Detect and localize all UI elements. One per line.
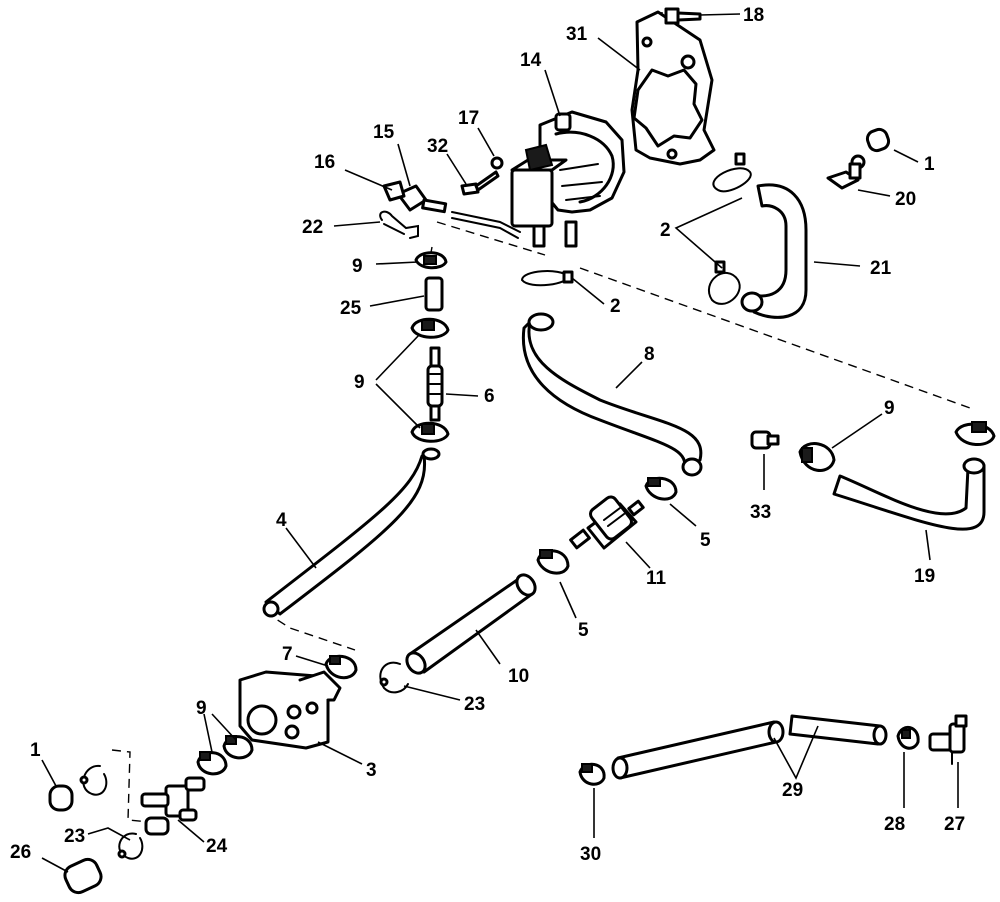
callout-17: 17 [458, 108, 479, 129]
fuel-hose-29-long [611, 720, 785, 780]
rubber-cap [865, 127, 891, 153]
callout-27: 27 [944, 814, 965, 835]
hose-clamp-bottom-b [222, 735, 254, 760]
hose-clamp-lower [410, 421, 450, 443]
callout-20: 20 [895, 189, 916, 210]
elbow-hose-19 [832, 457, 986, 531]
hose-clamp-5-upper [644, 476, 678, 501]
callout-19: 19 [914, 566, 935, 587]
leader-lines [41, 13, 959, 873]
callout-2-pump: 2 [610, 296, 621, 317]
callout-33: 33 [750, 502, 771, 523]
callout-labels: 18 31 14 15 17 32 16 1 20 22 2 21 9 2 25… [10, 5, 965, 865]
fuel-hose-4 [262, 447, 441, 618]
fuel-hose-10 [405, 573, 537, 675]
callout-21: 21 [870, 258, 892, 279]
fuel-filter [569, 495, 645, 550]
callout-1-top: 1 [924, 154, 935, 175]
callout-9-top: 9 [352, 256, 363, 277]
callout-23-upper: 23 [464, 694, 485, 715]
callout-9-filter: 9 [354, 372, 365, 393]
callout-15: 15 [373, 122, 395, 143]
hose-clamp-top [414, 251, 448, 270]
callout-11: 11 [646, 568, 667, 589]
tee-fitting [140, 776, 206, 836]
hose-clamp-right [798, 442, 836, 472]
hose-clamp-upper [410, 317, 450, 339]
hose-clip [379, 210, 419, 239]
callout-10: 10 [508, 666, 529, 687]
callout-29: 29 [782, 780, 803, 801]
rubber-cap-bottom [48, 784, 74, 812]
screw [664, 7, 702, 25]
primer-housing [238, 670, 342, 750]
callout-18: 18 [743, 5, 764, 26]
spring-clamp-lower [708, 260, 741, 305]
snap-ring-upper [379, 661, 409, 694]
fuel-hose-29-short [788, 714, 888, 746]
mounting-screw [460, 170, 500, 196]
hose-clamp-30 [578, 762, 606, 786]
hose-clamp-5-lower [536, 549, 570, 575]
hose-clamp-7 [324, 654, 358, 680]
callout-31: 31 [566, 24, 588, 45]
callout-26: 26 [10, 842, 31, 863]
hose-sleeve [63, 857, 103, 895]
callout-2-right: 2 [660, 220, 671, 241]
callout-9-bottom: 9 [196, 698, 207, 719]
inline-filter [426, 346, 444, 422]
callout-3: 3 [366, 760, 377, 781]
callout-25: 25 [340, 298, 362, 319]
callout-9-right: 9 [884, 398, 895, 419]
callout-23-lower: 23 [64, 826, 85, 847]
fitting-33 [750, 430, 780, 450]
callout-8: 8 [644, 344, 655, 365]
spring-clamp-pump [520, 270, 574, 287]
callout-30: 30 [580, 844, 601, 865]
elbow-hose-upper [740, 183, 808, 319]
fuel-hose-8 [521, 312, 703, 477]
primer-fitting [382, 180, 521, 239]
hose-clamp-28 [896, 726, 920, 750]
hose-clamp-bottom-a [196, 751, 228, 776]
fuel-connector-27 [928, 714, 968, 765]
callout-28: 28 [884, 814, 905, 835]
callout-16: 16 [314, 152, 335, 173]
barbed-fitting [826, 154, 866, 190]
callout-24: 24 [206, 836, 228, 857]
spring-clamp-upper [712, 152, 752, 193]
hex-nut [490, 156, 504, 170]
callout-4: 4 [276, 510, 287, 531]
bracket-plate [630, 10, 716, 166]
callout-7: 7 [282, 644, 293, 665]
connector-sleeve [424, 276, 444, 312]
callout-1-bottom: 1 [30, 740, 41, 761]
hose-clamp-far-right [954, 421, 996, 446]
fuel-pump [510, 110, 626, 248]
snap-ring-lower-b [117, 832, 144, 860]
callout-32: 32 [427, 136, 448, 157]
callout-22: 22 [302, 217, 323, 238]
callout-6: 6 [484, 386, 495, 407]
callout-14: 14 [520, 50, 542, 71]
snap-ring-lower-a [79, 764, 108, 796]
callout-5-upper: 5 [700, 530, 711, 551]
callout-5-lower: 5 [578, 620, 589, 641]
